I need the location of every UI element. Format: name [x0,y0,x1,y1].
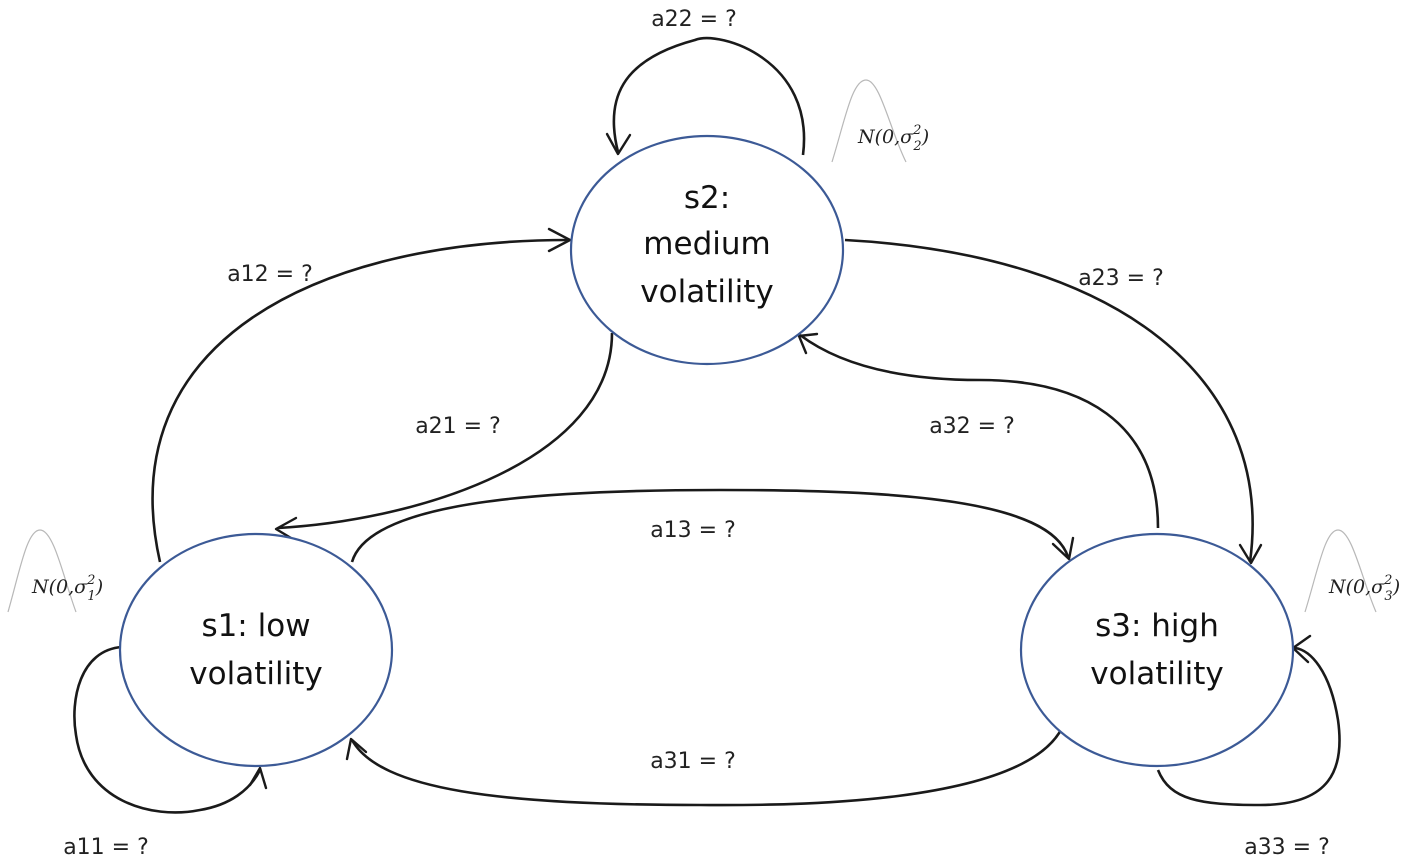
arrowhead-a23 [1238,543,1263,565]
label-a32: a32 = ? [929,414,1015,439]
bell-curve-s3-icon [1304,529,1377,613]
bell-curve-s2-icon [831,79,907,163]
edge-a21 [277,332,614,530]
arrowhead-a12 [547,227,572,253]
state-s3-line1: s3: high [1095,608,1219,644]
label-a11: a11 = ? [63,835,149,860]
state-s2-circle [569,134,845,366]
state-s1-line1: s1: low [201,608,310,644]
state-s2-line2: medium [643,226,770,262]
label-a12: a12 = ? [227,262,313,287]
edge-a23 [844,238,1254,563]
edge-a33 [1156,646,1341,807]
label-a22: a22 = ? [651,7,737,32]
bell-curve-s1-icon [7,529,77,613]
state-s3-line2: volatility [1090,656,1223,692]
edge-a22 [612,36,806,156]
edge-a32 [799,333,1160,529]
arrowhead-a32 [797,332,819,355]
state-s1: s1: low volatility [118,532,394,768]
state-s3: s3: high volatility [1019,532,1295,768]
arrowhead-a13 [1051,536,1075,561]
state-s2-line3: volatility [640,274,773,310]
state-s1-circle [118,532,394,768]
arrowhead-a11 [248,766,268,790]
label-a13: a13 = ? [650,518,736,543]
state-s1-line2: volatility [189,656,322,692]
arrowhead-a22 [605,132,632,156]
state-s2-line1: s2: [684,180,730,216]
arrowhead-a31 [345,737,368,761]
edge-a11 [73,645,262,814]
edge-a12 [151,238,569,563]
label-a31: a31 = ? [650,749,736,774]
label-a33: a33 = ? [1244,835,1330,860]
state-s2: s2: medium volatility [569,134,845,366]
edge-a13 [350,488,1070,563]
label-a21: a21 = ? [415,414,501,439]
edge-a31 [350,727,1064,807]
state-s3-circle [1019,532,1295,768]
label-a23: a23 = ? [1078,266,1164,291]
